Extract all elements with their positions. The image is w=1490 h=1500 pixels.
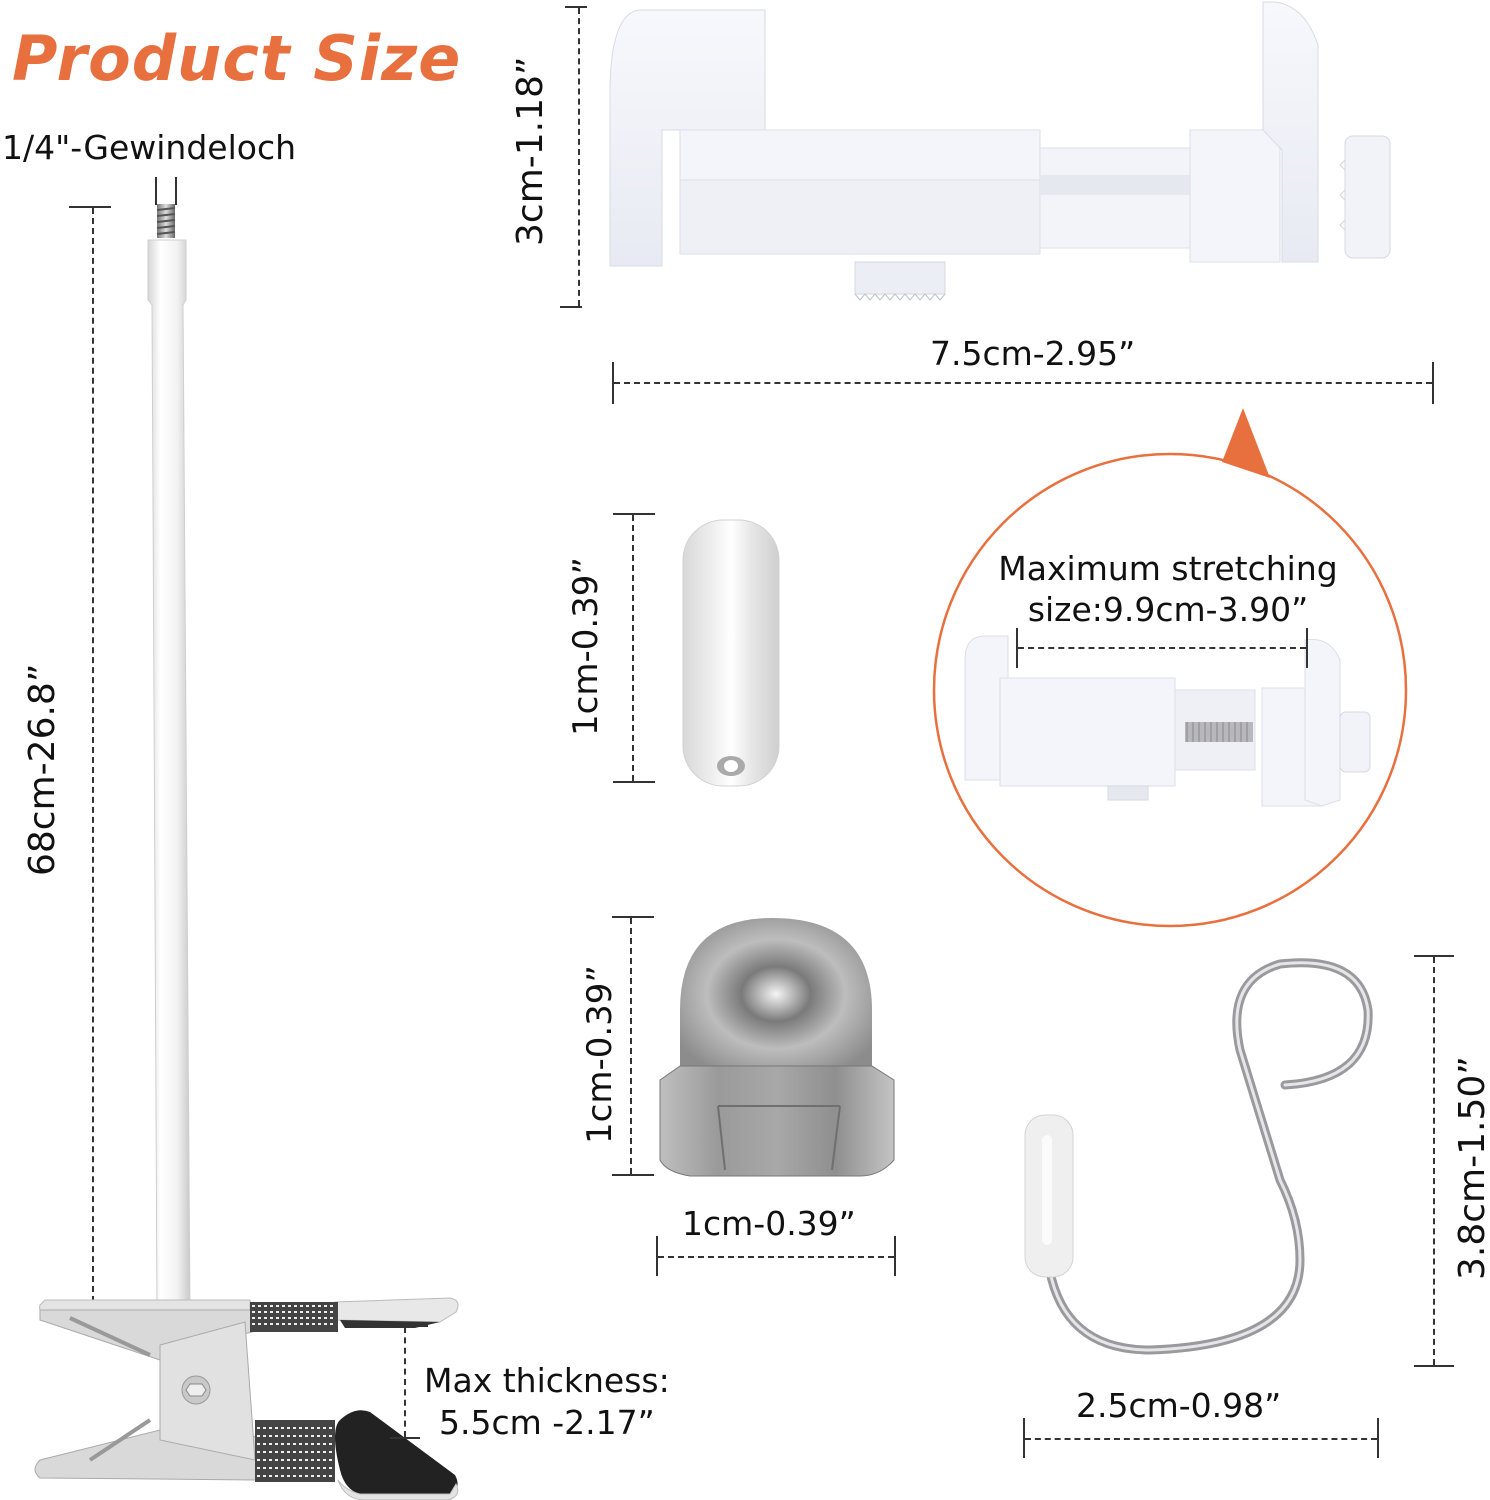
screw-thread-icon bbox=[156, 204, 176, 238]
hook-height-top-tick bbox=[1414, 955, 1454, 957]
clamp-dim-line bbox=[404, 1327, 406, 1437]
hook-width-right-tick bbox=[1377, 1418, 1379, 1458]
length-dim-line bbox=[92, 208, 94, 1302]
stretch-dim-left-tick bbox=[1016, 628, 1018, 668]
stretch-callout-circle bbox=[932, 408, 1408, 928]
clamp-thickness-line1: Max thickness: bbox=[424, 1361, 670, 1400]
hook-width-dim-line bbox=[1025, 1438, 1377, 1440]
clamp-thickness-line2: 5.5cm -2.17” bbox=[438, 1403, 655, 1442]
phone-holder-illustration bbox=[609, 1, 1391, 301]
hook-height-bottom-tick bbox=[1414, 1365, 1454, 1367]
thread-dim-mark-left bbox=[155, 177, 157, 205]
holder-width-right-tick bbox=[1432, 362, 1434, 404]
s-hook-illustration bbox=[1024, 958, 1373, 1355]
page-title: Product Size bbox=[12, 22, 462, 95]
clamp-thickness-label: Max thickness: 5.5cm -2.17” bbox=[424, 1360, 670, 1444]
cap-nut-illustration bbox=[659, 918, 895, 1177]
clamp-dim-top-tick bbox=[380, 1325, 428, 1327]
holder-height-top-tick bbox=[565, 6, 587, 8]
cap-nut-height-label: 1cm-0.39” bbox=[580, 964, 620, 1144]
thread-hole-label: 1/4"-Gewindeloch bbox=[2, 128, 297, 167]
length-dim-top-tick bbox=[69, 206, 111, 208]
rubber-cap-illustration bbox=[682, 519, 780, 787]
stretch-line1: Maximum stretching bbox=[998, 549, 1338, 588]
stretch-callout-label: Maximum stretching size:9.9cm-3.90” bbox=[968, 548, 1368, 630]
spring-clamp bbox=[34, 1297, 459, 1500]
holder-height-dim-line bbox=[578, 8, 580, 306]
holder-width-left-tick bbox=[612, 362, 614, 404]
s-hook-width-label: 2.5cm-0.98” bbox=[1076, 1386, 1282, 1425]
stretch-dim-line bbox=[1018, 647, 1306, 649]
nut-width-left-tick bbox=[656, 1236, 658, 1276]
callout-pointer-icon bbox=[1222, 408, 1270, 478]
cap-height-bottom-tick bbox=[613, 781, 655, 783]
holder-width-label: 7.5cm-2.95” bbox=[930, 334, 1136, 373]
holder-width-dim-line bbox=[614, 382, 1432, 384]
hook-width-left-tick bbox=[1023, 1418, 1025, 1458]
nut-height-dim-line bbox=[630, 918, 632, 1174]
nut-height-bottom-tick bbox=[612, 1174, 654, 1176]
holder-height-label: 3cm-1.18” bbox=[510, 56, 551, 246]
stretch-dim-right-tick bbox=[1306, 628, 1308, 668]
length-label: 68cm-26.8” bbox=[22, 663, 63, 876]
rubber-cap-height-label: 1cm-0.39” bbox=[566, 556, 606, 736]
cap-height-dim-line bbox=[632, 515, 634, 781]
holder-height-bottom-tick bbox=[560, 306, 582, 308]
clamp-dim-bottom-tick bbox=[390, 1437, 420, 1439]
nut-width-right-tick bbox=[894, 1236, 896, 1276]
stretch-line2: size:9.9cm-3.90” bbox=[1027, 590, 1309, 629]
s-hook-height-label: 3.8cm-1.50” bbox=[1452, 1056, 1490, 1280]
cap-height-top-tick bbox=[613, 513, 655, 515]
nut-width-dim-line bbox=[658, 1256, 894, 1258]
cap-nut-width-label: 1cm-0.39” bbox=[682, 1204, 856, 1243]
nut-height-top-tick bbox=[612, 916, 654, 918]
gooseneck-illustration bbox=[34, 204, 459, 1500]
hook-height-dim-line bbox=[1433, 957, 1435, 1365]
thread-dim-mark-right bbox=[175, 177, 177, 205]
